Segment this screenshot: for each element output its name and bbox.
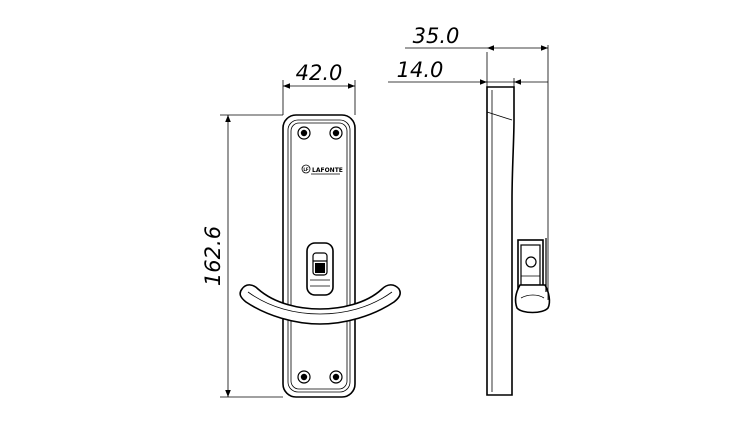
lever-handle bbox=[239, 284, 401, 325]
brand-logo-mark: LF bbox=[303, 167, 309, 172]
plate-profile bbox=[486, 86, 515, 396]
screw-bottom-left bbox=[297, 370, 311, 384]
dimension-label-height: 162.6 bbox=[201, 226, 225, 286]
front-view: LF LAFONTE bbox=[239, 114, 401, 398]
side-view bbox=[486, 45, 551, 396]
dimension-plate-depth: 14.0 bbox=[388, 58, 548, 85]
screw-top-left bbox=[297, 126, 311, 140]
dimension-label-plate-depth: 14.0 bbox=[397, 58, 444, 82]
screw-top-right bbox=[329, 126, 343, 140]
dimension-overall-depth: 35.0 bbox=[405, 24, 548, 51]
dimension-plate-width: 42.0 bbox=[282, 61, 356, 115]
dimension-label-overall-depth: 35.0 bbox=[413, 24, 460, 48]
brand-logo: LF LAFONTE bbox=[301, 164, 343, 175]
screw-bottom-right bbox=[329, 370, 343, 384]
handle-profile bbox=[514, 238, 551, 314]
brand-name: LAFONTE bbox=[312, 167, 343, 174]
latch-block bbox=[306, 242, 334, 296]
dimension-label-width: 42.0 bbox=[296, 61, 343, 85]
dimension-plate-height: 162.6 bbox=[201, 114, 283, 398]
